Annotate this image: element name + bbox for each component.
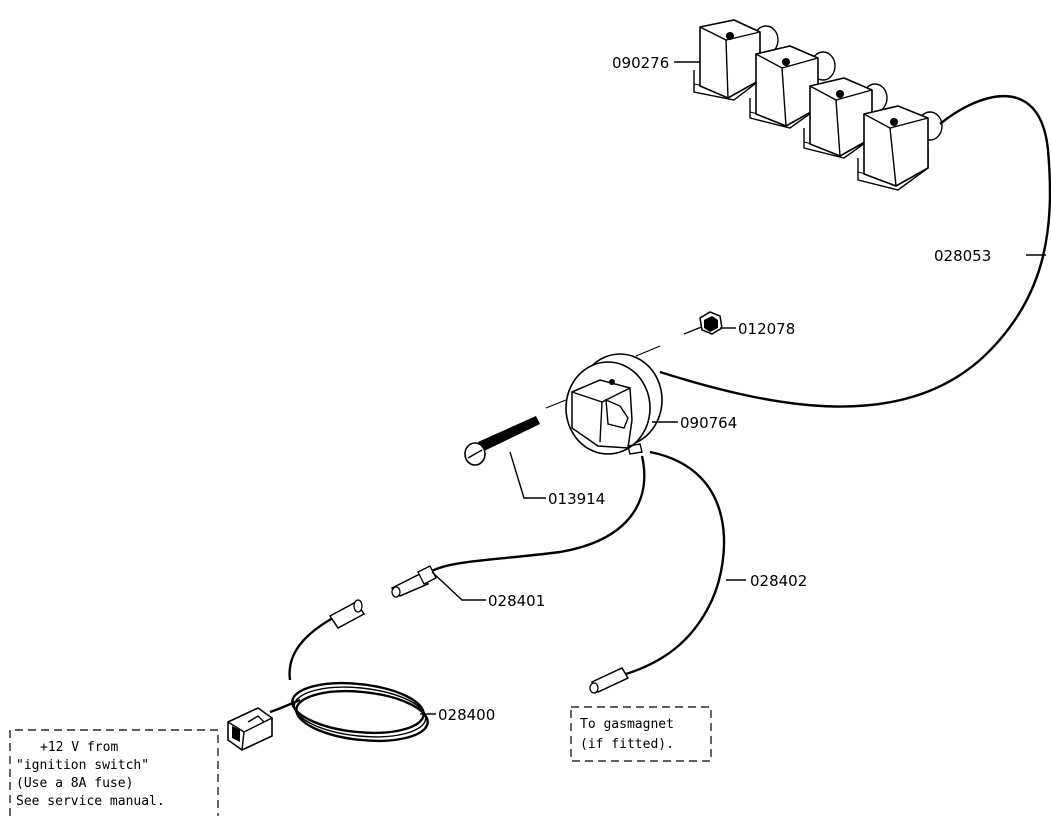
connector-028400 (328, 599, 366, 629)
leader-lines (420, 61, 1046, 715)
cable-028400 (269, 612, 429, 743)
label-013914: 013914 (548, 490, 605, 508)
part-labels: 090276 028053 012078 090764 013914 02840… (438, 54, 991, 724)
label-012078: 012078 (738, 320, 795, 338)
fuse-holder (227, 707, 273, 751)
ignition-note: +12 V from "ignition switch" (Use a 8A f… (9, 729, 219, 816)
valve-coil-2 (749, 45, 836, 129)
label-028400: 028400 (438, 706, 495, 724)
gasmagnet-note-line-2: (if fitted). (580, 737, 674, 752)
label-028402: 028402 (750, 572, 807, 590)
gasmagnet-note: To gasmagnet (if fitted). (570, 706, 712, 762)
label-028401: 028401 (488, 592, 545, 610)
label-028053: 028053 (934, 247, 991, 265)
label-090764: 090764 (680, 414, 737, 432)
wire-028401 (429, 455, 646, 574)
gasmagnet-note-line-1: To gasmagnet (580, 717, 674, 732)
ignition-note-line-2: "ignition switch" (16, 758, 149, 773)
ignition-note-line-4: See service manual. (16, 794, 165, 809)
label-090276: 090276 (612, 54, 669, 72)
cable-028053 (659, 94, 1051, 408)
valve-coil-4 (857, 105, 943, 191)
valve-coil-group (693, 19, 943, 191)
connector-028401 (390, 565, 437, 598)
nut-012078 (635, 311, 723, 357)
ignition-note-line-1: +12 V from (40, 740, 118, 755)
switch-090764 (565, 353, 663, 455)
connector-028402 (589, 667, 630, 694)
screw-013914 (464, 399, 567, 466)
ignition-note-line-3: (Use a 8A fuse) (16, 776, 133, 791)
wire-028402 (625, 450, 726, 676)
